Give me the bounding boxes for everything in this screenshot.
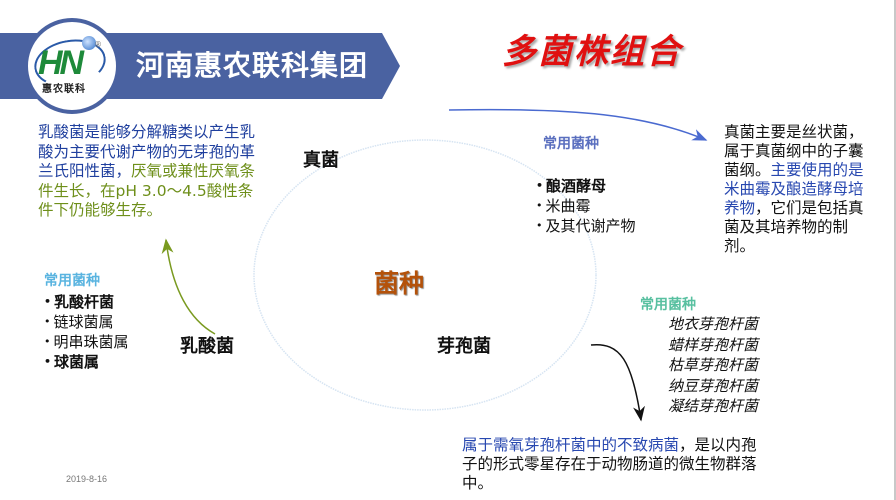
list-item: 凝结芽孢杆菌 [668, 397, 759, 415]
bacillus-desc-primary: 属于需氧芽孢杆菌中的不致病菌 [462, 436, 680, 454]
banner-arrow-tip [382, 33, 400, 99]
logo-subtitle: 惠农联科 [42, 84, 86, 95]
company-logo [24, 18, 120, 114]
fungi-common-label: 常用菌种 [543, 136, 599, 152]
fungi-desc-usage: 主要使用的是米曲霉及酿造酵母培养物 [724, 161, 864, 217]
arrow-to-lactic-desc [161, 238, 216, 335]
bacillus-desc-detail: ，是以内孢子的形式零星存在于动物肠道的微生物群落中。 [462, 436, 757, 492]
list-item: 蜡样芽孢杆菌 [668, 335, 759, 354]
list-item: 明串珠菌属 [44, 332, 129, 352]
center-node-species: 菌种 [374, 269, 425, 298]
bacillus-species-list: 地衣芽孢杆菌 蜡样芽孢杆菌 枯草芽孢杆菌 纳豆芽孢杆菌 凝结芽孢杆菌 [668, 314, 758, 417]
slide-title: 多菌株组合 [502, 32, 682, 72]
arrow-to-fungi-desc [448, 108, 708, 141]
lactic-desc-conditions: 厌氧或兼性厌氧条件生长，在pH 3.0～4.5酸性条件下仍能够生存。 [38, 162, 256, 219]
node-bacillus: 芽孢菌 [437, 336, 491, 357]
fungi-species-list: 酿酒酵母 米曲霉 及其代谢产物 [536, 176, 636, 236]
list-item: 枯草芽孢杆菌 [668, 356, 759, 374]
logo-initials: HN [38, 44, 84, 82]
species-ellipse [253, 139, 597, 411]
bacillus-description: 属于需氧芽孢杆菌中的不致病菌，是以内孢子的形式零星存在于动物肠道的微生物群落中。 [462, 436, 762, 493]
list-item: 及其代谢产物 [536, 216, 636, 236]
bacillus-common-label: 常用菌种 [640, 297, 696, 313]
list-item: 地衣芽孢杆菌 [668, 315, 759, 333]
slide-edge-divider [894, 0, 896, 500]
list-item: 链球菌属 [44, 312, 129, 332]
lactic-species-list: 乳酸杆菌 链球菌属 明串珠菌属 球菌属 [44, 292, 129, 372]
fungi-desc-part1: 真菌主要是丝状菌，属于真菌纲中的子囊菌纲。 [724, 123, 864, 179]
lactic-description: 乳酸菌是能够分解糖类以产生乳酸为主要代谢产物的无芽孢的革兰氏阳性菌，厌氧或兼性厌… [38, 123, 262, 221]
lactic-common-label: 常用菌种 [44, 273, 100, 289]
list-item: 乳酸杆菌 [44, 292, 129, 312]
registered-mark: ® [94, 40, 102, 49]
node-fungi: 真菌 [303, 150, 339, 171]
fungi-desc-part2: ，它们是包括真菌及其培养物的制剂。 [724, 199, 864, 255]
fungi-description: 真菌主要是丝状菌，属于真菌纲中的子囊菌纲。主要使用的是米曲霉及酿造酵母培养物，它… [724, 123, 872, 256]
node-lactic-acid-bacteria: 乳酸菌 [180, 336, 234, 357]
lactic-desc-primary: 乳酸菌是能够分解糖类以产生乳酸为主要代谢产物的无芽孢的革兰氏阳性菌， [38, 123, 256, 180]
company-name: 河南惠农联科集团 [136, 49, 369, 82]
list-item: 酿酒酵母 [536, 176, 636, 196]
list-item: 纳豆芽孢杆菌 [668, 376, 759, 395]
globe-icon [82, 36, 96, 50]
arrow-to-bacillus-desc [590, 343, 645, 422]
list-item: 米曲霉 [536, 196, 636, 216]
slide-date: 2019-8-16 [66, 474, 108, 484]
list-item: 球菌属 [44, 352, 129, 372]
